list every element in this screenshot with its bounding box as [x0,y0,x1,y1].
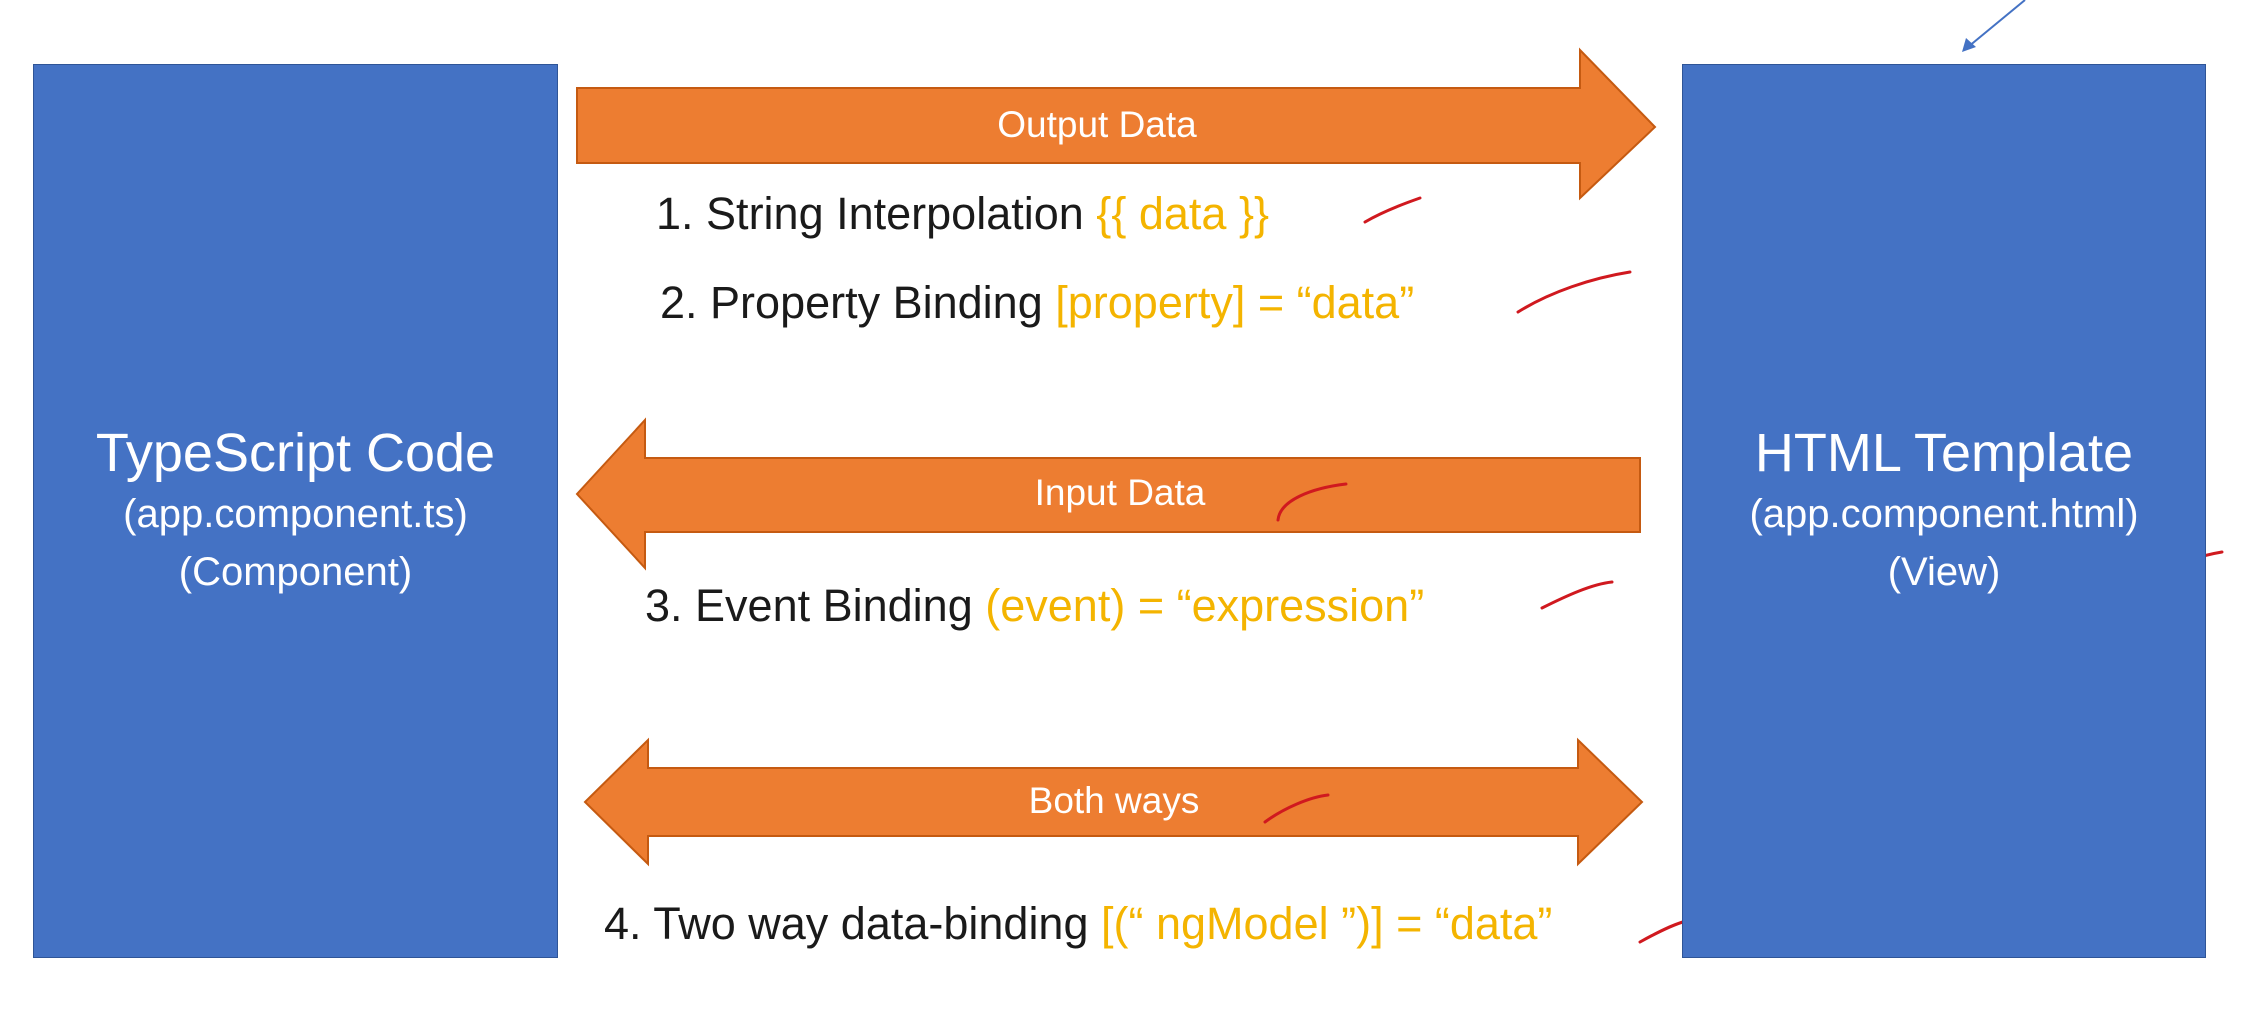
item-text: Event Binding [695,580,973,631]
item-code: [property] = “data” [1055,277,1415,328]
binding-item-property-binding: 2. Property Binding [property] = “data” [660,277,1414,329]
item-number: 2. [660,277,698,328]
pointer-arrow-line [1967,0,2026,48]
both-ways-label: Both ways [1028,780,1200,821]
binding-item-event-binding: 3. Event Binding (event) = “expression” [645,580,1424,632]
item-code: {{ data }} [1096,188,1270,239]
annotation-mark [1263,793,1330,824]
typescript-code-box: TypeScript Code (app.component.ts) (Comp… [33,64,558,958]
item-number: 3. [645,580,683,631]
annotation-mark [1363,196,1422,224]
output-data-arrow [576,47,1657,201]
item-code: (event) = “expression” [985,580,1425,631]
html-template-title: HTML Template [1754,423,2134,483]
typescript-code-title: TypeScript Code [95,423,496,483]
html-template-role: (View) [1887,550,2001,594]
annotation-mark [1516,270,1632,314]
annotation-mark [1540,580,1614,610]
binding-item-two-way: 4. Two way data-binding [(“ ngModel ”)] … [604,898,1552,950]
item-text: String Interpolation [706,188,1084,239]
html-template-box: HTML Template (app.component.html) (View… [1682,64,2206,958]
typescript-code-file: (app.component.ts) [123,492,468,536]
annotation-mark [1276,482,1348,522]
output-data-label: Output Data [997,104,1197,145]
binding-item-string-interpolation: 1. String Interpolation {{ data }} [656,188,1269,240]
item-code: [(“ ngModel ”)] = “data” [1101,898,1553,949]
both-ways-arrow [583,737,1644,867]
html-template-file: (app.component.html) [1749,492,2139,536]
input-data-arrow [575,417,1641,571]
typescript-code-role: (Component) [178,550,413,594]
pointer-arrow-head [1962,38,1976,52]
item-text: Property Binding [710,277,1043,328]
input-data-label: Input Data [1034,472,1206,513]
item-text: Two way data-binding [653,898,1089,949]
annotation-mark [1638,919,1688,944]
item-number: 1. [656,188,694,239]
item-number: 4. [604,898,642,949]
